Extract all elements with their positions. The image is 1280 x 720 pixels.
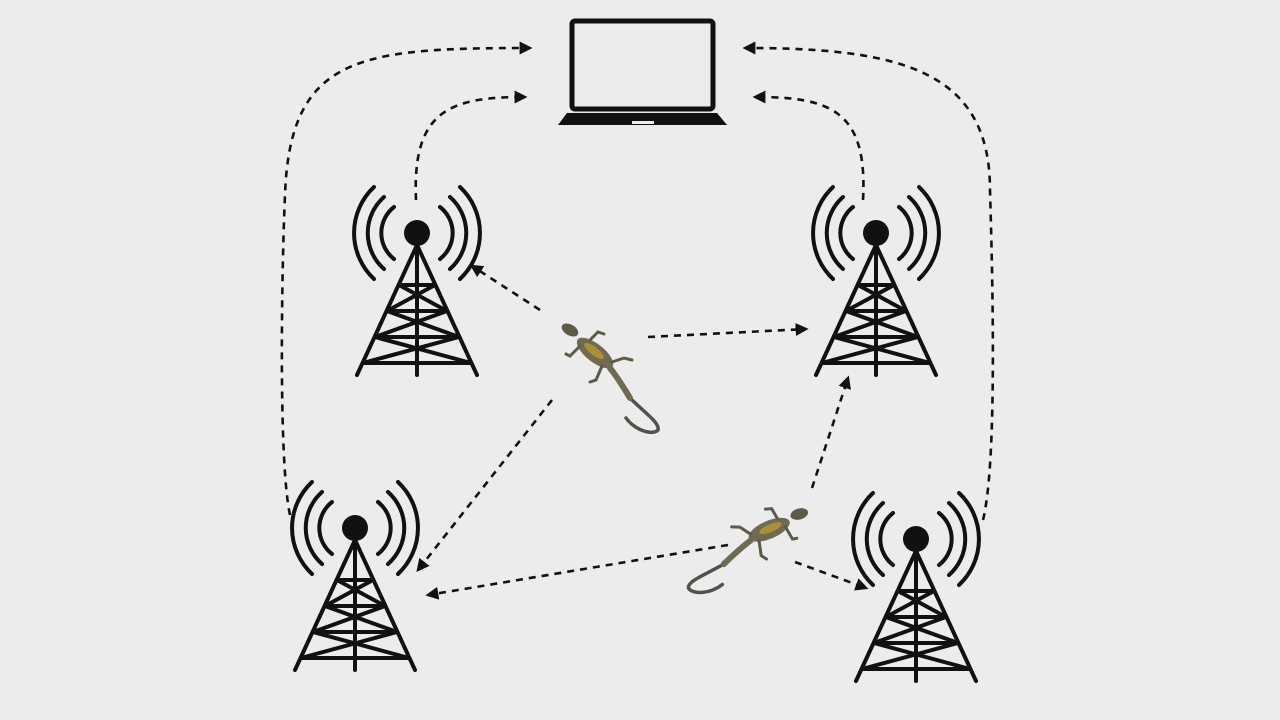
laptop-icon	[558, 21, 727, 125]
lizard-2-icon	[688, 482, 812, 615]
lizard-1-icon	[559, 321, 658, 433]
edge-lizard-1-to-tower-top-left	[472, 266, 540, 310]
edge-tower-top-right-to-laptop	[755, 97, 863, 200]
edge-lizard-1-to-tower-top-right	[648, 329, 806, 337]
tower-bottom-left-icon	[292, 482, 418, 670]
edge-lizard-2-to-tower-top-right	[812, 378, 848, 488]
edge-lizard-2-to-tower-bottom-left	[428, 545, 728, 595]
tower-bottom-right-icon	[853, 493, 979, 681]
tower-top-right-icon	[813, 187, 939, 375]
tower-top-left-icon	[354, 187, 480, 375]
edge-tower-bottom-left-to-laptop	[282, 48, 530, 515]
edge-tower-top-left-to-laptop	[416, 97, 525, 200]
edge-lizard-1-to-tower-bottom-left	[418, 400, 552, 570]
edge-lizard-2-to-tower-bottom-right	[795, 562, 866, 588]
